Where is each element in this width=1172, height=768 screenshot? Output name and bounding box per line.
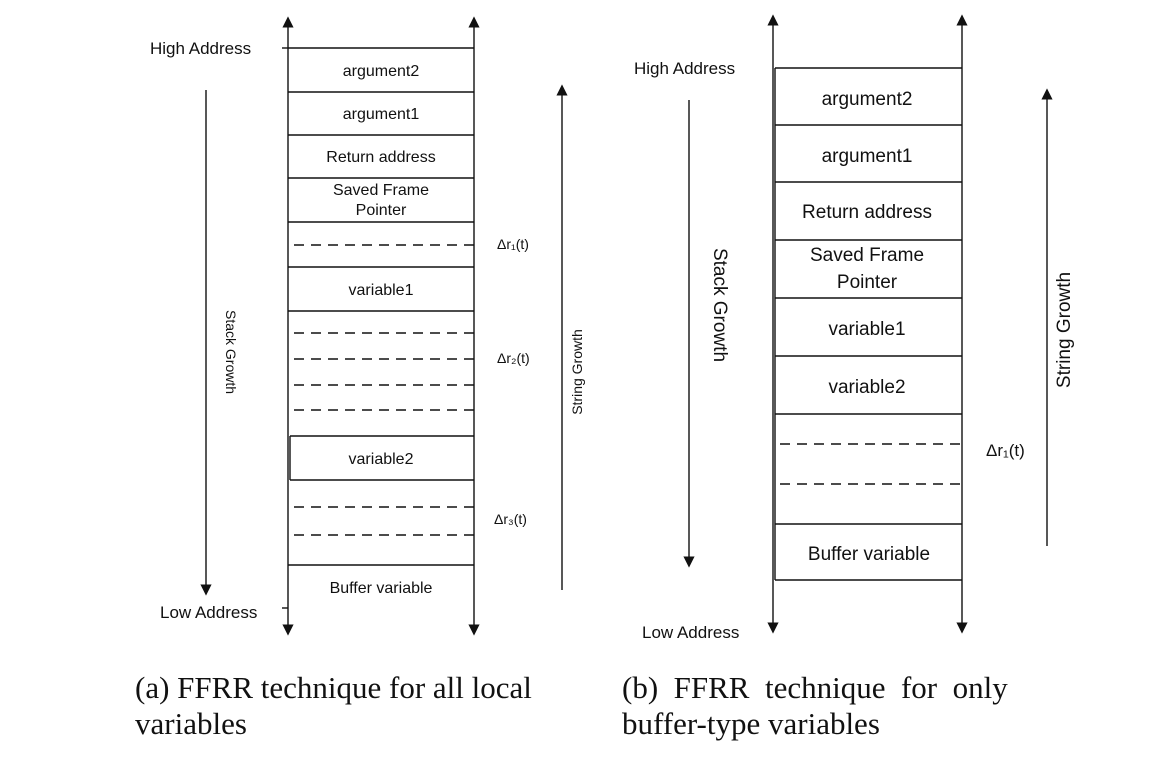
diagram-b: High Address Low Address argument2 argum…: [634, 14, 1075, 642]
diagram-b-slot-variable1: variable1: [828, 319, 905, 340]
diagram-a-slot-saved-frame: Saved Frame: [333, 182, 429, 199]
caption-a: (a) FFRR technique for all local variabl…: [135, 670, 615, 742]
diagram-a-slot-argument2: argument2: [343, 63, 420, 80]
diagram-b-stack-growth-label: Stack Growth: [709, 248, 730, 362]
diagram-b-slot-return-address: Return address: [802, 202, 932, 223]
diagram-a-slot-variable1: variable1: [349, 282, 414, 299]
diagram-a-slot-pointer: Pointer: [356, 202, 407, 219]
caption-b-line2: buffer-type variables: [622, 706, 880, 741]
diagram-a-stack-growth-label: Stack Growth: [223, 310, 239, 394]
caption-a-line1: (a) FFRR technique for all local: [135, 670, 532, 705]
diagram-b-slot-pointer: Pointer: [837, 272, 898, 293]
diagram-b-string-growth-label: String Growth: [1054, 272, 1075, 388]
diagram-b-delta-r1: Δr₁(t): [986, 441, 1025, 460]
diagram-b-low-address: Low Address: [642, 623, 739, 642]
diagram-a-slot-variable2: variable2: [349, 451, 414, 468]
diagram-a-low-address: Low Address: [160, 603, 257, 622]
diagram-a-delta-r3: Δr₃(t): [494, 511, 527, 527]
diagram-a-delta-r2: Δr₂(t): [497, 350, 530, 366]
diagram-a-delta-r1: Δr₁(t): [497, 236, 529, 252]
diagram-b-slot-saved-frame: Saved Frame: [810, 245, 924, 266]
diagram-b-high-address: High Address: [634, 59, 735, 78]
diagram-b-slot-argument2: argument2: [822, 89, 913, 110]
caption-a-line2: variables: [135, 706, 247, 741]
diagram-a-slot-return-address: Return address: [326, 149, 435, 166]
diagram-a-slot-argument1: argument1: [343, 106, 420, 123]
diagram-a-string-growth-label: String Growth: [569, 329, 585, 415]
diagram-b-slot-argument1: argument1: [822, 146, 913, 167]
caption-b-line1: (b) FFRR technique for only: [622, 670, 1008, 705]
diagram-b-slot-variable2: variable2: [828, 377, 905, 398]
diagram-a-slot-buffer-variable: Buffer variable: [330, 580, 433, 597]
diagram-a-high-address: High Address: [150, 39, 251, 58]
diagram-b-slot-buffer-variable: Buffer variable: [808, 544, 930, 565]
diagram-a: High Address Low Address argument2 argum…: [150, 16, 585, 636]
caption-b: (b) FFRR technique for only buffer-type …: [622, 670, 1102, 742]
